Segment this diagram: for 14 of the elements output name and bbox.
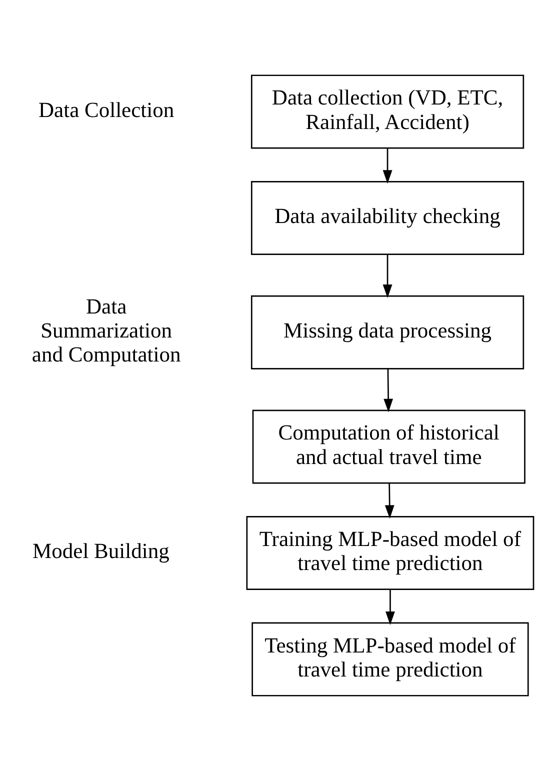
node-box: Data collection (VD, ETC, Rainfall, Accident) [250,74,524,148]
node-box: Computation of historical and actual travel time [252,409,526,484]
arrow [382,254,392,298]
node-box: Data availability checking [250,180,524,254]
arrow [384,368,394,412]
node-box: Training MLP-based model of travel time prediction [246,516,534,590]
label: Data Collection [38,97,174,122]
arrow [386,588,395,624]
label: Data Summarization and Computation [32,294,181,366]
arrow [384,482,394,518]
label: Model Building [32,538,170,563]
node-box: Testing MLP-based model of travel time prediction [252,622,529,696]
arrow [382,148,392,184]
node-box: Missing data processing [250,294,524,369]
